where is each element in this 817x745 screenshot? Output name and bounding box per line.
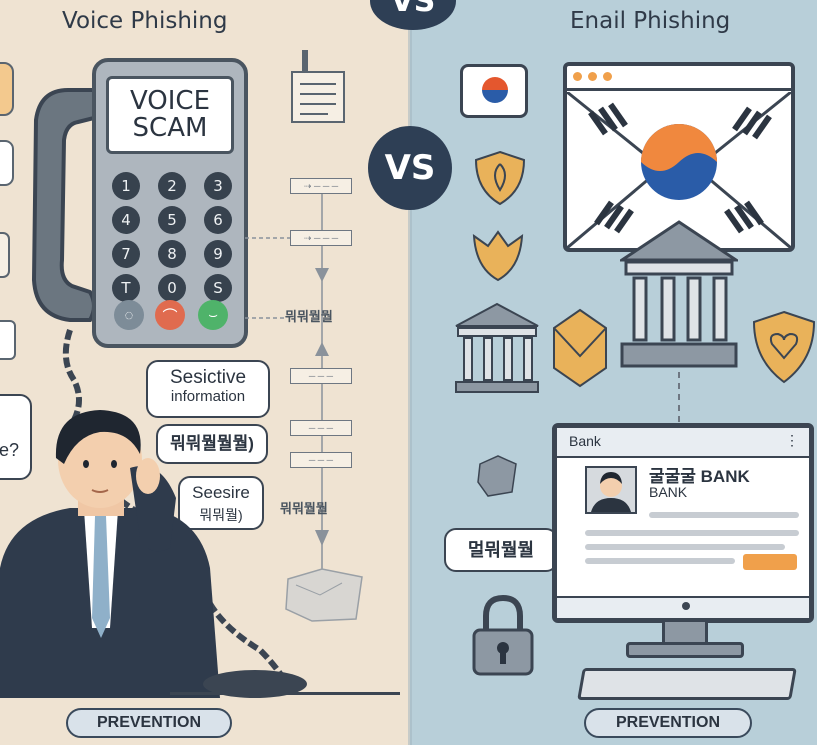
phone-screen: VOICE SCAM bbox=[106, 76, 234, 154]
keyboard[interactable] bbox=[577, 668, 797, 700]
keypad-key[interactable]: S bbox=[204, 274, 232, 302]
phone-extra-button[interactable]: ◌ bbox=[114, 300, 144, 330]
connector-line bbox=[678, 372, 680, 422]
large-bank-building-icon bbox=[620, 220, 738, 368]
call-button[interactable]: ⌣ bbox=[198, 300, 228, 330]
flow-step: ─ ─ ─ bbox=[290, 420, 352, 436]
avatar bbox=[585, 466, 637, 514]
text-placeholder-line bbox=[585, 558, 735, 564]
partial-icon bbox=[0, 62, 14, 116]
document-icon bbox=[291, 50, 345, 123]
desk-phone-icon bbox=[203, 670, 307, 698]
text-placeholder-line bbox=[649, 512, 799, 518]
lock-icon bbox=[472, 594, 534, 676]
window-titlebar-line bbox=[567, 88, 791, 91]
bank-name-english: BANK bbox=[649, 484, 688, 500]
flowchart-connectors bbox=[245, 180, 329, 600]
partial-icon bbox=[0, 140, 14, 186]
window-dot-icon[interactable] bbox=[603, 72, 612, 81]
prevention-button-right[interactable]: PREVENTION bbox=[584, 708, 752, 738]
keypad-key[interactable]: 6 bbox=[204, 206, 232, 234]
keypad-key[interactable]: 9 bbox=[204, 240, 232, 268]
desk-line bbox=[170, 692, 400, 695]
text-placeholder-line bbox=[585, 544, 785, 550]
prevention-button-left[interactable]: PREVENTION bbox=[66, 708, 232, 738]
call-icon: ⌣ bbox=[208, 306, 218, 324]
bank-name-korean: 굴굴굴 BANK bbox=[649, 467, 750, 486]
envelope-shield-icon bbox=[553, 308, 607, 388]
envelope-icon bbox=[567, 92, 791, 248]
keypad-key[interactable]: 8 bbox=[158, 240, 186, 268]
korean-bubble: 뭐뭐뭘뭘뭘) bbox=[156, 424, 268, 464]
window-controls bbox=[573, 72, 612, 81]
hang-up-icon: ⌒ bbox=[162, 307, 178, 325]
voice-phishing-title: Voice Phishing bbox=[62, 8, 228, 34]
bank-page-header: Bank ⋮ bbox=[557, 428, 809, 458]
heart-shield-icon bbox=[752, 310, 816, 384]
flow-step: ─ ─ ─ bbox=[290, 452, 352, 468]
bank-building-icon bbox=[455, 302, 539, 393]
partial-icon bbox=[0, 232, 10, 278]
window-dot-icon[interactable] bbox=[573, 72, 582, 81]
korean-flag-small bbox=[460, 64, 528, 118]
crumpled-icon bbox=[477, 455, 517, 497]
bank-header-label: Bank bbox=[569, 433, 601, 449]
bubble-line: 뭐뭐뭘) bbox=[199, 507, 243, 523]
keypad-key[interactable]: 7 bbox=[112, 240, 140, 268]
flow-step: ─ ─ ─ bbox=[290, 368, 352, 384]
flow-step: ⇢ ─ ─ ─ bbox=[290, 178, 352, 194]
bubble-line: Seesire bbox=[192, 483, 250, 502]
keypad-key[interactable]: 3 bbox=[204, 172, 232, 200]
email-phishing-title: Enail Phishing bbox=[570, 8, 731, 34]
vs-badge-middle: VS bbox=[368, 126, 452, 210]
shield-icon bbox=[474, 150, 526, 206]
crown-shield-icon bbox=[472, 230, 524, 282]
taegeuk-icon bbox=[482, 77, 508, 103]
partial-icon bbox=[0, 320, 16, 360]
bubble-line: information bbox=[170, 388, 246, 405]
man-on-phone-illustration bbox=[0, 410, 220, 698]
phone-screen-line-1: VOICE bbox=[129, 86, 211, 116]
phone-screen-line-2: SCAM bbox=[132, 113, 208, 143]
korean-bubble-right: 멀뭐뭘뭘 bbox=[444, 528, 558, 572]
crumpled-paper-icon bbox=[285, 568, 363, 622]
keypad-key[interactable]: 1 bbox=[112, 172, 140, 200]
phone-keypad: 1 2 3 4 5 6 7 8 9 T 0 S bbox=[112, 172, 232, 302]
keypad-key[interactable]: 4 bbox=[112, 206, 140, 234]
person-icon bbox=[591, 472, 631, 512]
circle-icon: ◌ bbox=[124, 306, 134, 324]
flow-label-1: 뭐뭐뭘뭘 bbox=[285, 309, 333, 324]
monitor-base bbox=[626, 642, 744, 658]
window-dot-icon[interactable] bbox=[588, 72, 597, 81]
flow-label-2: 뭐뭐뭘뭘 bbox=[280, 501, 328, 516]
left-edge-bubble: e? bbox=[0, 394, 32, 480]
flow-step: ⇢ ─ ─ ─ bbox=[290, 230, 352, 246]
keypad-key[interactable]: T bbox=[112, 274, 140, 302]
keypad-key[interactable]: 2 bbox=[158, 172, 186, 200]
hang-up-button[interactable]: ⌒ bbox=[155, 300, 185, 330]
text-placeholder-line bbox=[585, 530, 799, 536]
keypad-key[interactable]: 5 bbox=[158, 206, 186, 234]
menu-icon[interactable]: ⋮ bbox=[785, 432, 799, 448]
monitor-chin bbox=[557, 596, 809, 618]
phone-handset-icon bbox=[31, 88, 100, 322]
bubble-line: Sesictive bbox=[169, 367, 247, 388]
phone-cord-icon bbox=[62, 329, 293, 692]
sensitive-bubble-2: Seesire 뭐뭐뭘) bbox=[178, 476, 264, 530]
bank-submit-button[interactable] bbox=[743, 554, 797, 570]
keypad-key[interactable]: 0 bbox=[158, 274, 186, 302]
sensitive-information-bubble: Sesictive information bbox=[146, 360, 270, 418]
center-divider bbox=[408, 0, 412, 745]
computer-monitor: Bank ⋮ 굴굴굴 BANK BANK bbox=[552, 423, 814, 623]
power-light-icon bbox=[682, 602, 690, 610]
